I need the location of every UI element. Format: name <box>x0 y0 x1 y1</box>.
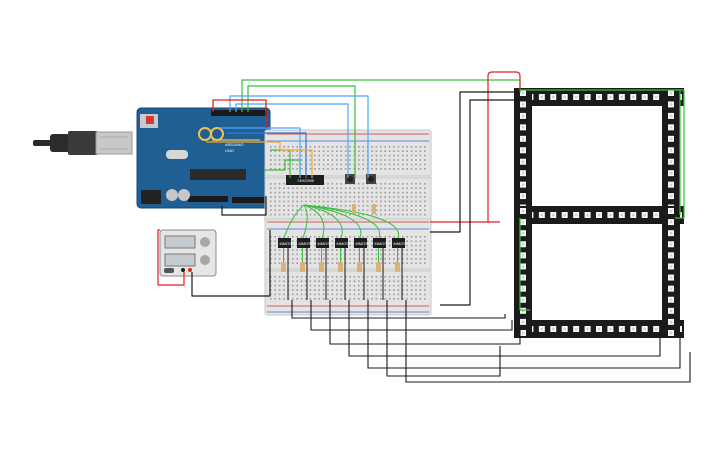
arduino-board[interactable]: ARDUINO UNO <box>136 107 271 209</box>
driver-chip[interactable]: MMOS <box>316 238 330 248</box>
segment-upper-right <box>662 88 680 224</box>
arduino-subtitle: UNO <box>225 148 234 153</box>
resistor <box>281 262 286 272</box>
segment-top <box>514 88 684 106</box>
power-supply[interactable] <box>159 229 217 277</box>
driver-chip[interactable]: MMOS <box>392 238 406 248</box>
segment-bottom <box>514 320 684 338</box>
segment-lower-right <box>662 206 680 338</box>
resistor <box>395 262 400 272</box>
resistor <box>319 262 324 272</box>
driver-label: MMOS <box>394 241 407 246</box>
signal-wire <box>291 300 506 319</box>
driver-to-display-wires <box>291 300 691 383</box>
signal-wire <box>367 300 681 369</box>
resistor <box>352 204 356 214</box>
driver-row: MMOS MMOS MMOS MMOS MMOS MMOS MMOS <box>278 204 406 300</box>
resistor <box>372 204 376 214</box>
resistor <box>300 262 305 272</box>
segment-upper-left <box>514 88 532 224</box>
driver-label: MMOS <box>375 241 388 246</box>
driver-label: MMOS <box>318 241 331 246</box>
segment-lower-left <box>514 206 532 338</box>
resistor <box>338 262 343 272</box>
shift-register-chip[interactable]: 74HC595 <box>286 175 324 185</box>
led-strip-display <box>514 88 684 338</box>
segment-middle <box>514 206 684 224</box>
push-button-1[interactable] <box>345 174 355 184</box>
driver-label: MMOS <box>356 241 369 246</box>
breadboard-holes <box>270 146 426 300</box>
signal-wire <box>348 300 661 357</box>
driver-chip[interactable]: MMOS <box>278 238 292 248</box>
signal-wire <box>329 300 521 345</box>
signal-wire <box>405 300 691 383</box>
resistor <box>376 262 381 272</box>
shift-register-label: 74HC595 <box>297 178 315 183</box>
arduino-logo: ARDUINO <box>225 142 243 147</box>
usb-cable <box>33 131 133 155</box>
driver-label: MMOS <box>337 241 350 246</box>
signal-wire <box>386 300 501 377</box>
push-button-2[interactable] <box>366 174 376 184</box>
resistor <box>357 262 362 272</box>
signal-wire <box>310 300 513 331</box>
driver-chip[interactable]: MMOS <box>297 238 311 248</box>
driver-chip[interactable]: MMOS <box>335 238 349 248</box>
driver-label: MMOS <box>299 241 312 246</box>
driver-label: MMOS <box>280 241 293 246</box>
driver-chip[interactable]: MMOS <box>373 238 387 248</box>
wires <box>157 71 685 311</box>
driver-chip[interactable]: MMOS <box>354 238 368 248</box>
